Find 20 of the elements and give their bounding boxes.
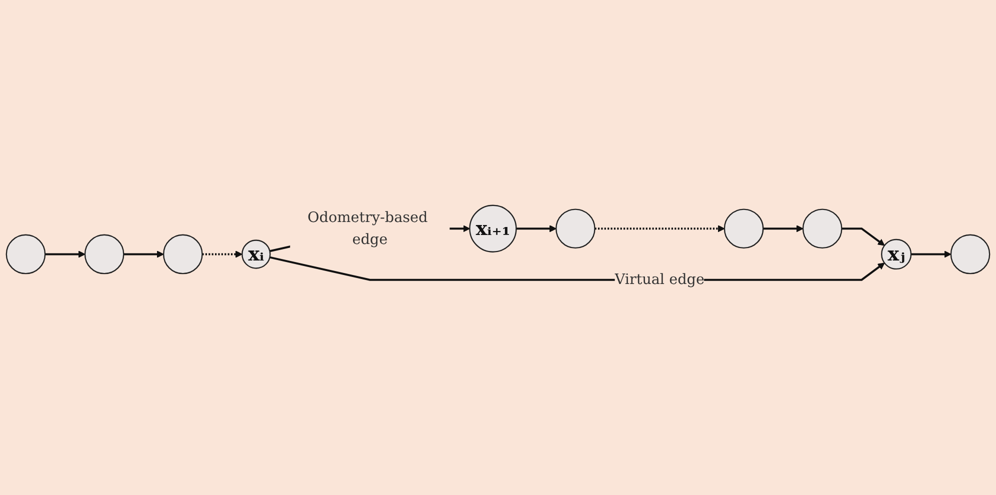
node-circle	[6, 234, 46, 274]
node-circle	[162, 234, 203, 274]
arrow	[45, 250, 86, 258]
node-circle	[84, 234, 124, 274]
arrow	[124, 250, 164, 258]
node-circle: xᵢ₊₁	[469, 204, 517, 252]
node-circle	[802, 208, 842, 248]
arrow	[842, 227, 885, 246]
arrow	[763, 224, 804, 232]
node-circle: xⱼ	[881, 238, 912, 270]
edge-label: Odometry-based edge	[308, 208, 428, 248]
node-circle	[950, 234, 990, 274]
arrow	[516, 224, 556, 232]
node-circle	[724, 208, 764, 248]
node-circle	[556, 208, 596, 248]
node-circle: xᵢ	[242, 239, 271, 268]
arrow	[202, 250, 242, 258]
edge-label: Virtual edge	[614, 270, 704, 288]
arrow	[911, 250, 952, 258]
arrow	[594, 224, 725, 232]
